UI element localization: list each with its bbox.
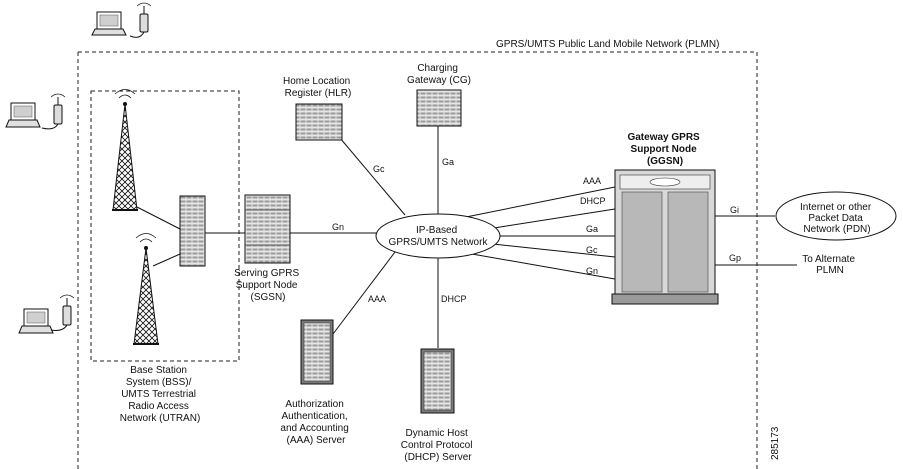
mobile-phone-icon bbox=[50, 294, 75, 331]
laptop-icon bbox=[5, 102, 41, 128]
laptop-icon bbox=[91, 11, 127, 36]
cell-tower-icon bbox=[112, 89, 138, 211]
server-rack-icon bbox=[244, 194, 291, 264]
dhcp-server-label: DHCP bbox=[441, 294, 467, 304]
gc-hlr-label: Gc bbox=[373, 164, 385, 174]
ggsn-chassis bbox=[611, 169, 719, 305]
server-rack-icon bbox=[295, 103, 343, 141]
dhcp-server-name: Dynamic Host Control Protocol (DHCP) Ser… bbox=[401, 428, 475, 463]
ggsn-gn-label: Gn bbox=[586, 266, 598, 276]
gi-label: Gi bbox=[730, 205, 739, 215]
gp-label: Gp bbox=[729, 253, 741, 263]
aaa-server-label: AAA bbox=[368, 294, 386, 304]
cell-tower-icon bbox=[133, 233, 159, 345]
ga-cg-label: Ga bbox=[442, 157, 454, 167]
ggsn-dhcp-label: DHCP bbox=[580, 196, 606, 206]
server-rack-icon bbox=[420, 348, 455, 414]
pdn-cloud bbox=[775, 191, 897, 241]
figure-id: 285173 bbox=[770, 426, 781, 460]
bss-boundary bbox=[90, 90, 240, 362]
ggsn-ga-label: Ga bbox=[586, 224, 598, 234]
alt-plmn-label: To Alternate PLMN bbox=[802, 254, 858, 276]
ggsn-gc-label: Gc bbox=[586, 245, 598, 255]
server-rack-icon bbox=[300, 319, 334, 385]
sgsn-label: Serving GPRS Support Node (SGSN) bbox=[234, 268, 302, 303]
server-rack-icon bbox=[179, 195, 206, 267]
gn-sgsn-label: Gn bbox=[332, 222, 344, 232]
bss-label: Base Station System (BSS)/ UMTS Terrestr… bbox=[120, 365, 201, 424]
laptop-icon bbox=[18, 308, 54, 334]
pdn-label: Internet or other Packet Data Network (P… bbox=[800, 202, 874, 235]
aaa-server-name: Authorization Authentication, and Accoun… bbox=[280, 399, 351, 446]
mobile-phone-icon bbox=[129, 2, 152, 38]
ip-network-cloud bbox=[375, 213, 501, 259]
hlr-label: Home Location Register (HLR) bbox=[283, 76, 353, 99]
ggsn-label: Gateway GPRS Support Node (GGSN) bbox=[627, 132, 702, 167]
ggsn-aaa-label: AAA bbox=[583, 176, 601, 186]
ip-network-label: IP-Based GPRS/UMTS Network bbox=[389, 225, 489, 248]
mobile-phone-icon bbox=[41, 93, 66, 130]
plmn-title: GPRS/UMTS Public Land Mobile Network (PL… bbox=[496, 39, 719, 50]
server-rack-icon bbox=[416, 89, 462, 127]
plmn-boundary: GPRS/UMTS Public Land Mobile Network (PL… bbox=[77, 39, 758, 469]
cg-label: Charging Gateway (CG) bbox=[407, 63, 471, 86]
connection-lines bbox=[136, 125, 797, 348]
